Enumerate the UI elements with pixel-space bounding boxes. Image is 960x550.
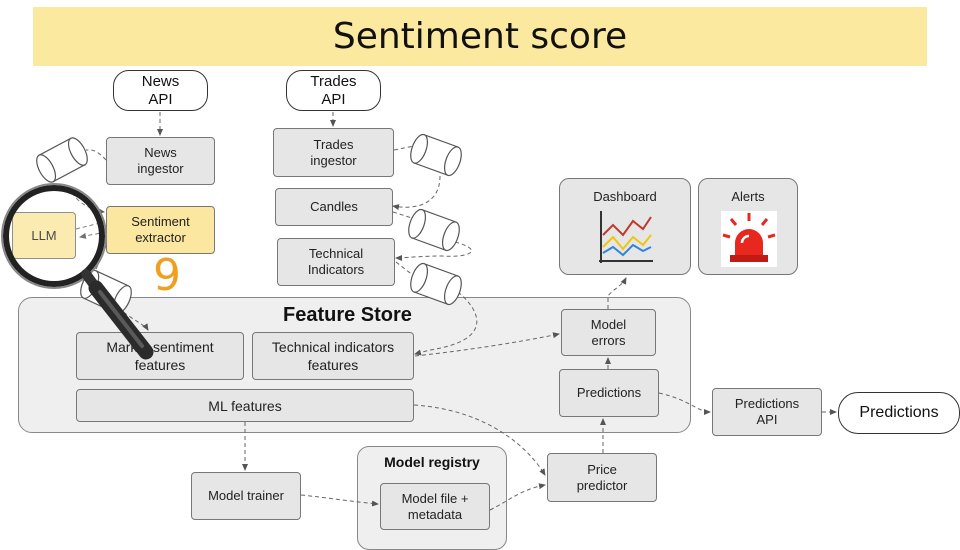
model-file-label: Model file + metadata [401, 490, 469, 522]
candles-box: Candles [275, 188, 393, 226]
predictions-api-box: Predictions API [712, 388, 822, 436]
model-errors-box: Model errors [561, 309, 656, 356]
step-number: 9 [153, 250, 181, 301]
sentiment-extractor-box: Sentiment extractor [106, 206, 215, 254]
llm-label: LLM [31, 228, 56, 244]
arrow-extractor-to-llm [79, 231, 107, 239]
trades-ingestor-box: Trades ingestor [273, 128, 394, 177]
trades-api-label: Trades API [310, 72, 357, 108]
model-errors-label: Model errors [590, 316, 627, 348]
predictions-label: Predictions [576, 385, 642, 400]
arrow-model-file-to-predictor [489, 483, 546, 511]
predictions-output: Predictions [838, 392, 960, 434]
queue-cylinder-trades [410, 133, 462, 177]
sentiment-extractor-label: Sentiment extractor [131, 214, 190, 245]
model-registry-title: Model registry [384, 454, 480, 470]
trades-ingestor-label: Trades ingestor [310, 136, 357, 168]
price-predictor-box: Price predictor [547, 453, 657, 502]
technical-features-box: Technical indicators features [252, 332, 414, 380]
arrow-queue-to-technical-features [414, 291, 478, 356]
trades-api-source: Trades API [286, 70, 381, 111]
predictions-output-label: Predictions [859, 404, 939, 421]
page-title: Sentiment score [332, 16, 628, 57]
feature-store-title: Feature Store [283, 304, 412, 326]
siren-icon [721, 211, 777, 267]
model-trainer-box: Model trainer [191, 472, 301, 520]
predictions-api-label: Predictions API [734, 396, 800, 427]
alerts-label: Alerts [731, 189, 765, 204]
dashboard-label: Dashboard [593, 189, 657, 204]
arrow-predictions-to-api [658, 392, 711, 415]
arrow-trainer-to-model-file [300, 494, 379, 507]
price-predictor-label: Price predictor [576, 461, 628, 493]
arrow-model-errors-to-dashboard [607, 277, 627, 309]
dashboard-box: Dashboard [559, 178, 691, 275]
technical-indicators-box: Technical Indicators [277, 238, 395, 286]
predictions-box: Predictions [559, 369, 659, 417]
queue-cylinder-indicators [410, 262, 462, 306]
arrow-ml-features-to-predictor [413, 404, 546, 476]
arrow-queue-to-candles [392, 175, 441, 211]
arrow-candles-to-queue [392, 211, 413, 219]
llm-box: LLM [12, 212, 76, 259]
alerts-box: Alerts [698, 178, 798, 275]
arrow-news-ingestor-to-queue [85, 149, 107, 161]
news-ingestor-label: News ingestor [137, 145, 184, 176]
news-api-label: News API [141, 72, 180, 108]
title-banner: Sentiment score [33, 7, 927, 66]
queue-cylinder-news [36, 137, 88, 183]
ml-features-box: ML features [76, 389, 414, 422]
arrow-technical-to-model-errors [414, 332, 560, 357]
arrow-trades-ingestor-to-queue [393, 145, 415, 151]
magnifying-glass-icon [1, 183, 154, 360]
model-trainer-label: Model trainer [208, 488, 284, 503]
ml-features-label: ML features [208, 397, 282, 414]
technical-features-label: Technical indicators features [271, 339, 395, 373]
model-file-box: Model file + metadata [380, 483, 490, 530]
technical-indicators-label: Technical Indicators [307, 246, 365, 277]
arrow-queue-to-indicators [395, 241, 472, 261]
news-api-source: News API [113, 70, 208, 111]
line-chart-icon [599, 211, 653, 263]
arrow-indicators-to-queue [395, 261, 415, 277]
candles-label: Candles [310, 199, 358, 214]
news-ingestor-box: News ingestor [106, 137, 215, 185]
queue-cylinder-candles [408, 208, 460, 252]
